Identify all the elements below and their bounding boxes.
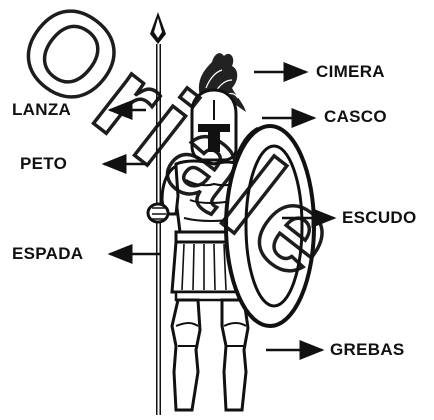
- leader-arrows: [101, 62, 337, 360]
- label-casco: CASCO: [324, 107, 387, 126]
- label-lanza: LANZA: [12, 100, 72, 119]
- label-espada: ESPADA: [12, 244, 84, 263]
- label-cimera: CIMERA: [316, 62, 385, 81]
- label-escudo: ESCUDO: [342, 208, 417, 227]
- spear: [150, 12, 166, 415]
- shield: [224, 124, 316, 328]
- legs: [170, 298, 250, 412]
- helmet: [190, 88, 238, 162]
- label-peto: PETO: [20, 154, 68, 173]
- label-grebas: GREBAS: [330, 340, 405, 359]
